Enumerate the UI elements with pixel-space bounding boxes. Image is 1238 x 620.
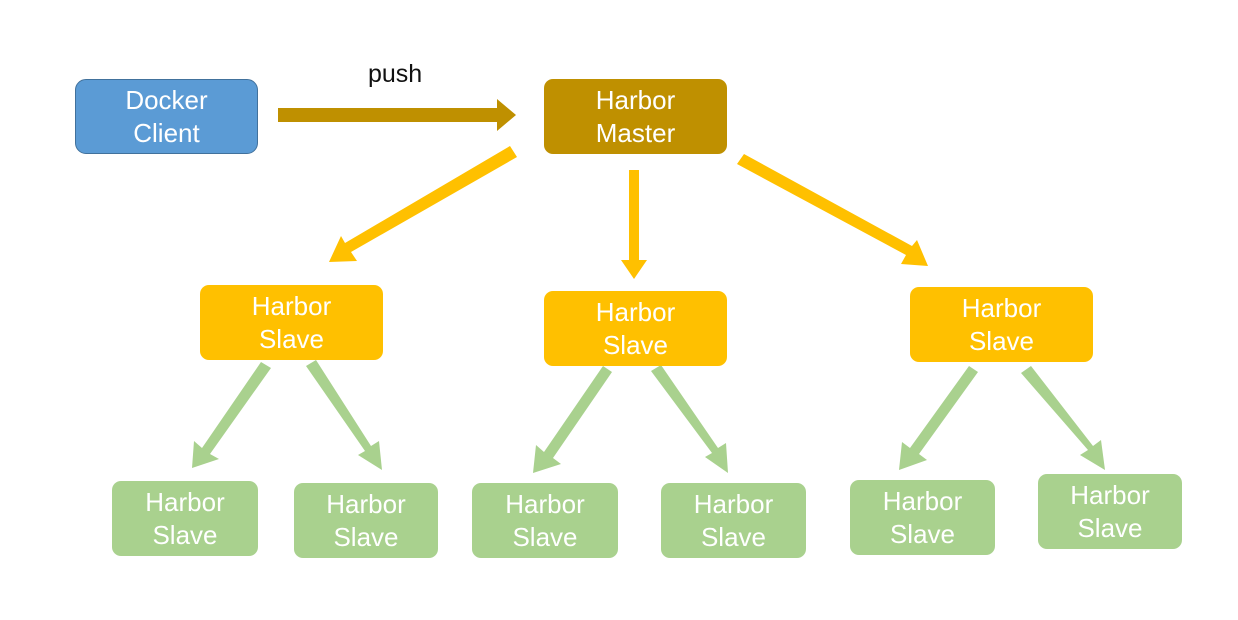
arrow-slave2-to-leaf4: [651, 365, 728, 473]
harbor-slave-level2-4[interactable]: Harbor Slave: [661, 483, 806, 558]
slave-line2: Slave: [1077, 512, 1143, 543]
harbor-slave-level1-1[interactable]: Harbor Slave: [200, 285, 383, 360]
slave-line1: Harbor: [251, 290, 332, 321]
slave-line2: Slave: [512, 521, 578, 552]
slave-line1: Harbor: [595, 296, 676, 327]
harbor-slave-level2-1[interactable]: Harbor Slave: [112, 481, 258, 556]
slave-line1: Harbor: [326, 488, 406, 519]
harbor-slave-level2-6[interactable]: Harbor Slave: [1038, 474, 1182, 549]
slave-line1: Harbor: [145, 486, 225, 517]
slave-line2: Slave: [889, 518, 956, 549]
slave-line1: Harbor: [882, 485, 963, 516]
harbor-slave-level2-2[interactable]: Harbor Slave: [294, 483, 438, 558]
slave-line2: Slave: [333, 521, 399, 552]
slave-line2: Slave: [602, 329, 669, 360]
slave-line2: Slave: [152, 519, 218, 550]
harbor-master-node[interactable]: Harbor Master: [544, 79, 727, 154]
harbor-slave-level1-3[interactable]: Harbor Slave: [910, 287, 1093, 362]
docker-client-node[interactable]: Docker Client: [75, 79, 258, 154]
arrow-slave1-to-leaf1: [192, 362, 271, 468]
slave-line2: Slave: [968, 325, 1035, 356]
arrow-slave2-to-leaf3: [533, 366, 612, 473]
push-label: push: [368, 60, 423, 88]
harbor-master-line2: Master: [595, 117, 676, 148]
arrow-slave3-to-leaf5: [899, 366, 978, 470]
arrow-slave1-to-leaf2: [306, 360, 382, 470]
slave-line1: Harbor: [693, 488, 774, 519]
push-arrow: [278, 99, 516, 131]
slave-line2: Slave: [258, 323, 325, 354]
harbor-master-line1: Harbor: [595, 84, 676, 115]
docker-client-line1: Docker: [125, 84, 208, 115]
slave-line1: Harbor: [961, 292, 1042, 323]
arrow-master-to-slave-right: [737, 154, 928, 266]
harbor-slave-level2-5[interactable]: Harbor Slave: [850, 480, 995, 555]
docker-client-line2: Client: [133, 117, 200, 148]
arrow-master-to-slave-left: [329, 146, 517, 262]
slave-line1: Harbor: [1070, 479, 1150, 510]
arrow-master-to-slave-middle: [621, 170, 647, 279]
harbor-slave-level2-3[interactable]: Harbor Slave: [472, 483, 618, 558]
arrow-slave3-to-leaf6: [1021, 366, 1105, 470]
slave-line2: Slave: [700, 521, 767, 552]
slave-line1: Harbor: [505, 488, 585, 519]
harbor-slave-level1-2[interactable]: Harbor Slave: [544, 291, 727, 366]
